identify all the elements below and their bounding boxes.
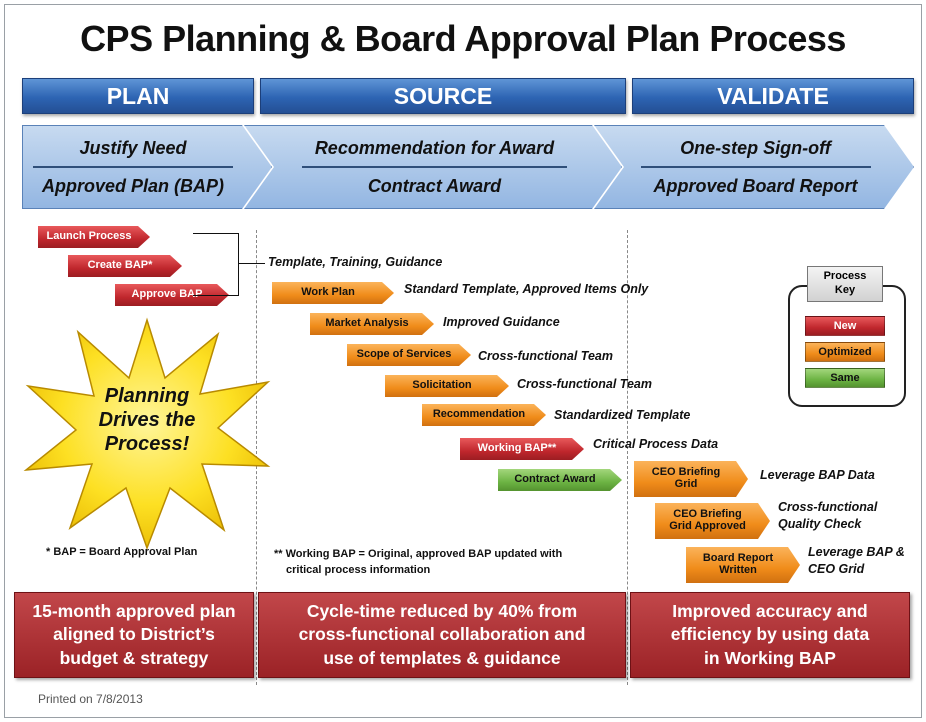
key-new: New [805,316,885,336]
step-market-analysis-desc: Improved Guidance [443,315,560,329]
step-work-plan-desc: Standard Template, Approved Items Only [404,282,649,296]
step-launch-process: Launch Process [38,226,150,248]
step-approve-bap: Approve BAP [115,284,229,306]
step-solicitation: Solicitation [385,375,509,397]
step-market-analysis: Market Analysis [310,313,434,335]
step-contract-award: Contract Award [498,469,622,491]
star-text: Planning Drives the Process! [98,385,196,455]
stage-validate-bottom: Approved Board Report [653,176,858,196]
stage-validate-top: One-step Sign-off [680,138,831,158]
stage-source-bottom: Contract Award [367,176,502,196]
stage-plan: Justify Need Approved Plan (BAP) [28,125,238,209]
step-solicitation-desc: Cross-functional Team [517,377,652,391]
source-footnote: ** Working BAP = Original, approved BAP … [274,548,563,576]
key-optimized: Optimized [805,342,885,362]
bracket-tick [239,263,265,264]
phase-plan: PLAN [22,78,254,114]
phase-validate: VALIDATE [632,78,914,114]
stage-source: Recommendation for Award Contract Award [282,125,587,209]
step-recommendation-desc: Standardized Template [554,408,691,422]
step-ceo-briefing-grid-desc: Leverage BAP Data [760,468,875,482]
step-create-bap: Create BAP* [68,255,182,277]
step-scope-of-services-desc: Cross-functional Team [478,349,613,363]
phase-source: SOURCE [260,78,626,114]
stage-plan-bottom: Approved Plan (BAP) [41,176,224,196]
key-same: Same [805,368,885,388]
starburst-icon [23,317,271,551]
step-scope-of-services: Scope of Services [347,344,471,366]
bracket-label: Template, Training, Guidance [268,255,443,269]
column-divider [627,230,628,685]
page-title: CPS Planning & Board Approval Plan Proce… [80,18,846,59]
step-board-report-written-desc: Leverage BAP &CEO Grid [808,545,905,576]
step-working-bap: Working BAP** [460,438,584,460]
printed-date: Printed on 7/8/2013 [38,692,143,706]
stage-source-top: Recommendation for Award [314,138,555,158]
stage-plan-top: Justify Need [79,138,187,158]
step-work-plan: Work Plan [272,282,394,304]
step-recommendation: Recommendation [422,404,546,426]
step-working-bap-desc: Critical Process Data [593,437,719,451]
stage-validate: One-step Sign-off Approved Board Report [628,125,883,209]
plan-footnote: * BAP = Board Approval Plan [46,546,198,558]
bracket-connector [193,233,239,296]
